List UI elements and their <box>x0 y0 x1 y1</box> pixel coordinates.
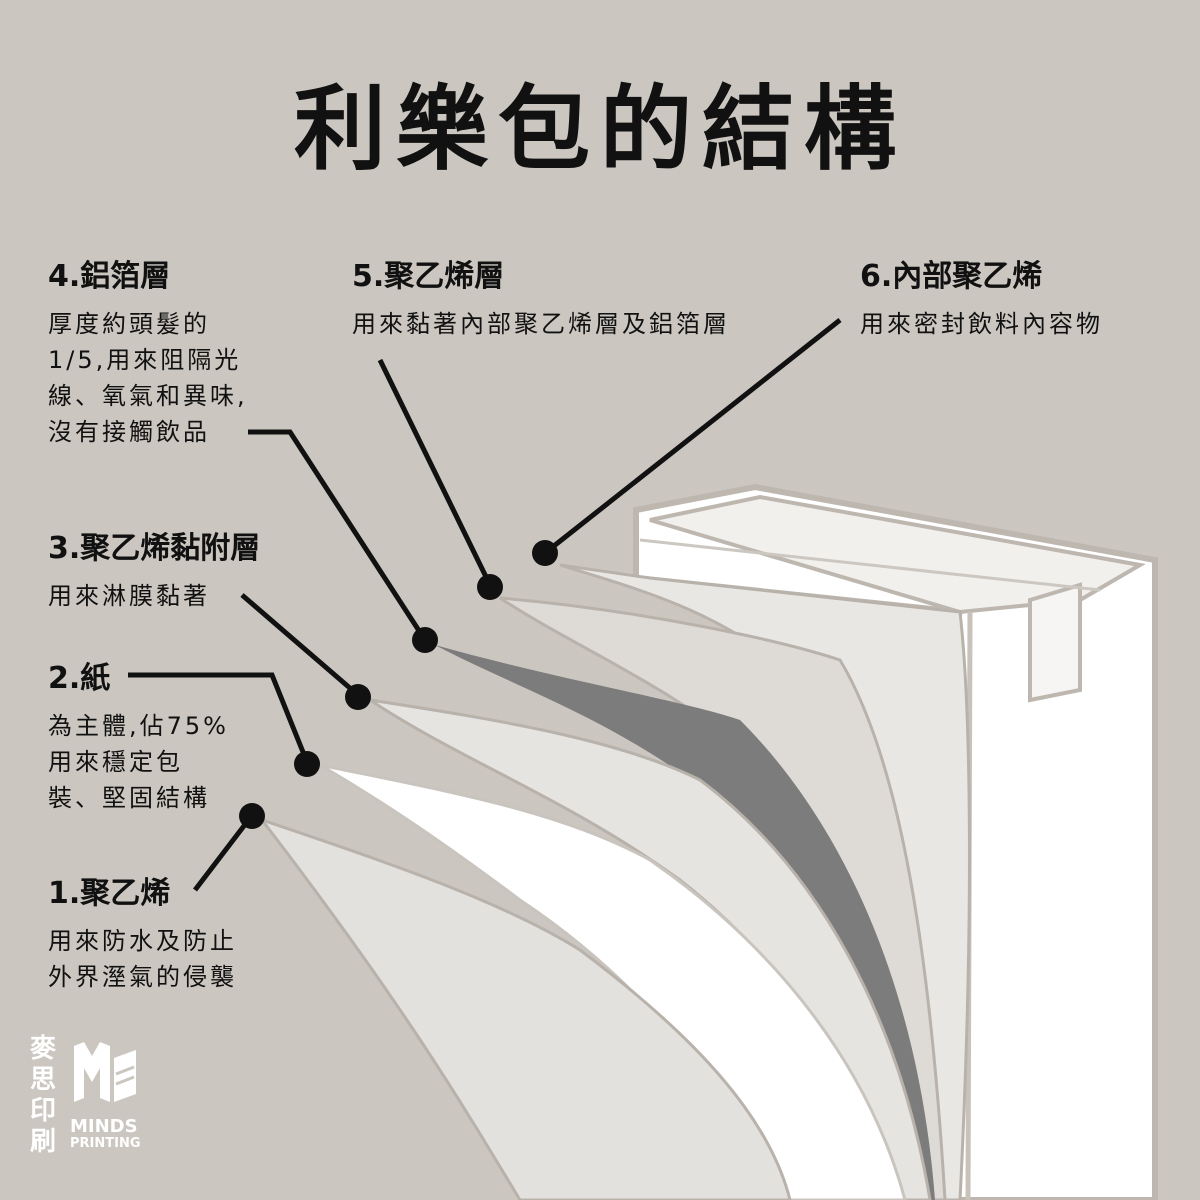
label-desc: 用來黏著內部聚乙烯層及鋁箔層 <box>352 310 730 338</box>
label-inner-pe: 6.內部聚乙烯 用來密封飲料內容物 <box>860 258 1180 342</box>
dot-3 <box>345 684 371 710</box>
layer-paper <box>319 763 907 1200</box>
page-title: 利樂包的結構 <box>293 76 906 183</box>
label-desc: 用來密封飲料內容物 <box>860 310 1103 338</box>
dot-6 <box>532 540 558 566</box>
label-paper: 2.紙 為主體,佔75%用來穩定包裝、堅固結構 <box>48 660 278 816</box>
logo-chinese: 麥思印刷 <box>30 1034 57 1157</box>
dot-5 <box>477 574 503 600</box>
label-title: 5.聚乙烯層 <box>352 259 505 294</box>
leader-5 <box>377 358 493 587</box>
label-desc: 用來防水及防止外界溼氣的侵襲 <box>48 927 237 991</box>
layer-adhesive <box>369 698 932 1200</box>
dot-4 <box>412 627 438 653</box>
leader-3 <box>240 593 360 697</box>
carton-flap <box>1028 582 1082 703</box>
label-title: 3.聚乙烯黏附層 <box>48 531 261 566</box>
label-desc: 用來淋膜黏著 <box>48 582 210 610</box>
dot-2 <box>294 751 320 777</box>
label-title: 2.紙 <box>48 661 111 696</box>
label-adhesive-layer: 3.聚乙烯黏附層 用來淋膜黏著 <box>48 530 348 614</box>
layer-foil <box>435 645 935 1200</box>
minds-printing-logo: 麥思印刷 MINDS PRINTING <box>30 1034 190 1164</box>
label-title: 6.內部聚乙烯 <box>860 259 1043 294</box>
dot-1 <box>239 803 265 829</box>
label-pe-layer: 5.聚乙烯層 用來黏著內部聚乙烯層及鋁箔層 <box>352 258 822 342</box>
logo-english: MINDS PRINTING <box>70 1116 141 1152</box>
layer-outer-pe <box>257 816 792 1200</box>
label-title: 4.鋁箔層 <box>48 259 171 294</box>
book-icon <box>74 1042 136 1102</box>
label-title: 1.聚乙烯 <box>48 876 171 911</box>
leader-1 <box>193 816 252 892</box>
label-desc: 為主體,佔75%用來穩定包裝、堅固結構 <box>48 712 229 812</box>
leader-4 <box>248 429 428 642</box>
leader-6 <box>543 318 842 555</box>
carton-top-seal <box>649 494 1146 615</box>
label-outer-pe: 1.聚乙烯 用來防水及防止外界溼氣的侵襲 <box>48 875 308 995</box>
leader-2 <box>128 672 310 763</box>
